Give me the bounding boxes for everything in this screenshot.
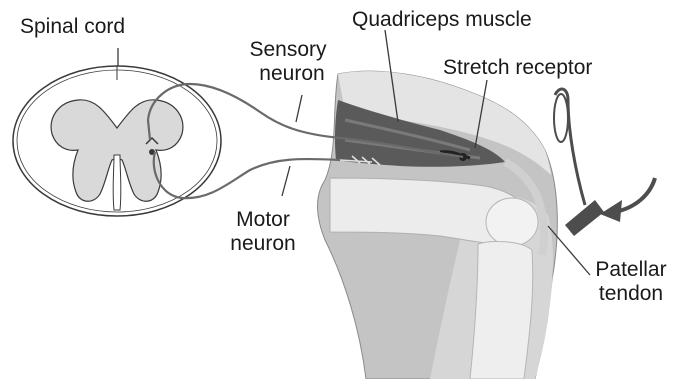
label-stretch-receptor: Stretch receptor [443, 56, 592, 80]
label-sensory-line2: neuron [233, 62, 343, 86]
label-patellar-line1: Patellar [586, 258, 676, 282]
spinal-cord [13, 66, 221, 216]
anterior-fissure [113, 155, 121, 210]
hammer-head [565, 200, 604, 236]
leader-motor [282, 166, 290, 196]
label-motor-line1: Motor [218, 208, 308, 232]
label-motor-neuron: Motor neuron [218, 208, 308, 256]
motion-arrow-head [600, 200, 622, 222]
label-spinal-cord: Spinal cord [20, 15, 125, 39]
reflex-hammer [554, 89, 655, 236]
leg [318, 71, 558, 379]
label-patellar-tendon: Patellar tendon [586, 258, 676, 306]
hammer-handle-grip [554, 94, 568, 142]
tibia [470, 242, 533, 379]
label-quadriceps-muscle: Quadriceps muscle [352, 8, 532, 32]
leader-sensory [296, 95, 302, 122]
knee-joint [486, 198, 538, 246]
label-motor-line2: neuron [218, 232, 308, 256]
label-sensory-line1: Sensory [233, 38, 343, 62]
label-sensory-neuron: Sensory neuron [233, 38, 343, 86]
label-patellar-line2: tendon [586, 282, 676, 306]
